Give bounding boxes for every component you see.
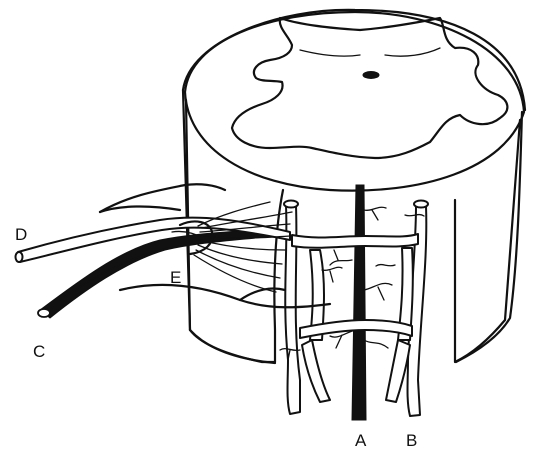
root-d [18,218,290,262]
label-e: E [170,268,181,287]
label-c: C [33,342,45,361]
label-b: B [406,431,417,450]
vessel-cap-left [284,201,298,208]
nerve-root-bundle [16,184,331,318]
cross-section-top [185,12,524,191]
central-canal [363,72,379,79]
root-d-cut-end [16,252,23,262]
grey-matter-outline [232,18,507,158]
label-a: A [355,431,367,450]
vessel-cap-right [414,201,428,208]
anterior-spinal-artery [330,185,392,420]
label-d: D [15,225,27,244]
root-c-cut-end [38,309,50,317]
